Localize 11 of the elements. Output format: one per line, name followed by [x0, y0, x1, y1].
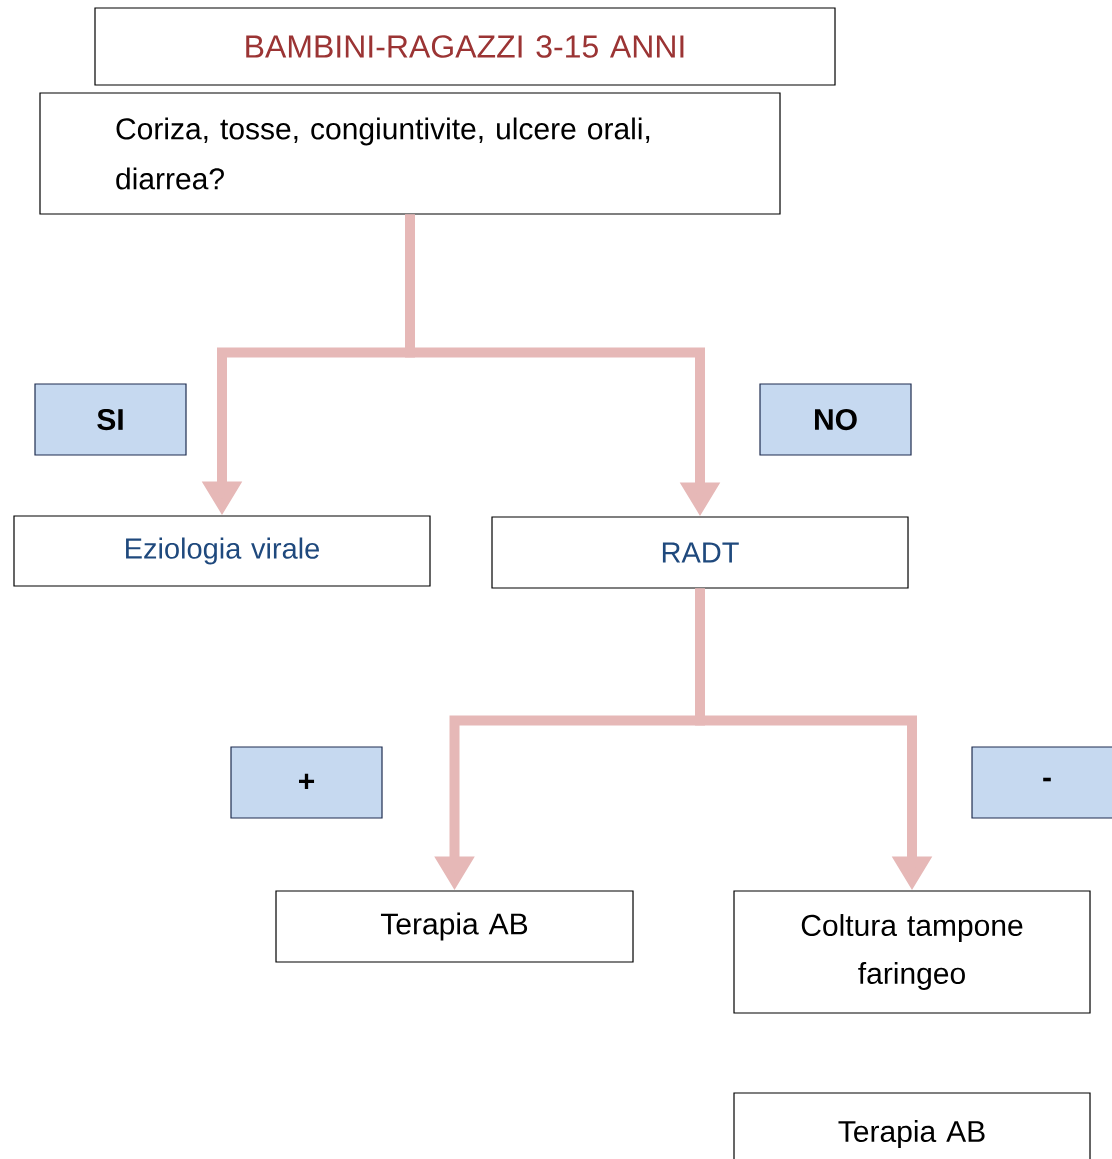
- result-tag: -: [971, 746, 1112, 819]
- question-box: Coriza, tosse, congiuntivite, ulcere orali, diarrea?: [39, 92, 781, 215]
- result-tag: +: [230, 746, 383, 819]
- outcome-box: Eziologia virale: [13, 515, 431, 587]
- answer-tag: SI: [34, 383, 187, 456]
- outcome-box: Terapia AB: [733, 1092, 1091, 1159]
- outcome-box: Terapia AB: [275, 890, 634, 963]
- title-box: BAMBINI-RAGAZZI 3-15 ANNI: [94, 7, 836, 86]
- outcome-box: Coltura tampone faringeo: [733, 890, 1091, 1014]
- answer-tag: NO: [759, 383, 912, 456]
- test-box: RADT: [491, 516, 909, 589]
